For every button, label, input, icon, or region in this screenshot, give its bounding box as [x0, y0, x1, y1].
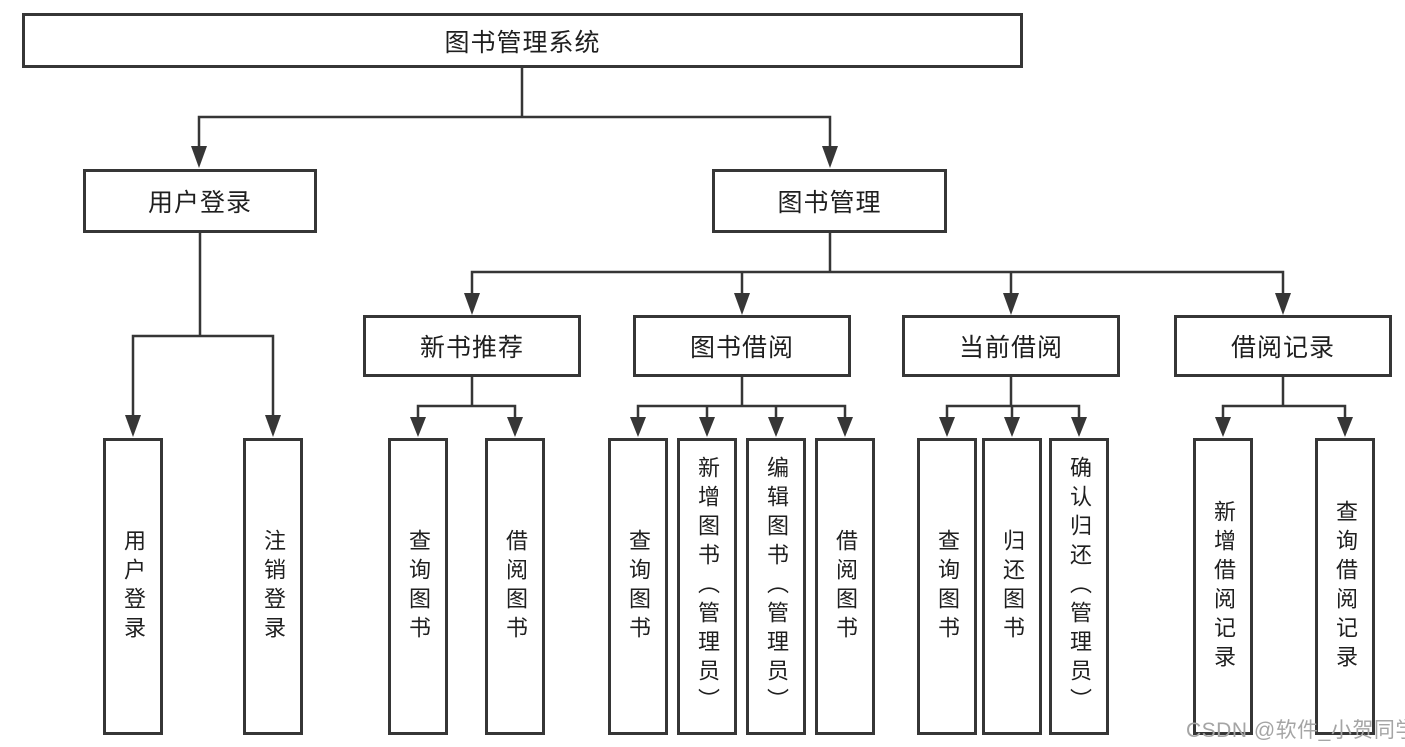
connector-root-to-level2 — [191, 66, 838, 168]
node-new-book-recommend: 新书推荐 — [363, 315, 581, 377]
connector-book-borrow-to-leaves — [630, 375, 853, 437]
connector-borrow-records-to-leaves — [1215, 375, 1353, 437]
leaf-current-return-books: 归还图书 — [982, 438, 1042, 735]
leaf-borrow-query-books: 查询图书 — [608, 438, 668, 735]
node-book-borrow: 图书借阅 — [633, 315, 851, 377]
leaf-logout-login: 注销登录 — [243, 438, 303, 735]
leaf-recommend-query-books: 查询图书 — [388, 438, 448, 735]
connector-new-book-recommend-to-leaves — [410, 375, 523, 437]
leaf-user-login: 用户登录 — [103, 438, 163, 735]
node-book-management: 图书管理 — [712, 169, 947, 233]
node-root-system: 图书管理系统 — [22, 13, 1023, 68]
leaf-current-query-books: 查询图书 — [917, 438, 977, 735]
leaf-borrow-borrow-books: 借阅图书 — [815, 438, 875, 735]
connector-user-login-to-leaves — [125, 231, 281, 437]
leaf-recommend-borrow-books: 借阅图书 — [485, 438, 545, 735]
leaf-records-add-borrow-record: 新增借阅记录 — [1193, 438, 1253, 735]
csdn-watermark: CSDN @软件_小贺同学 — [1186, 719, 1405, 742]
leaf-borrow-add-books-admin: 新增图书（管理员） — [677, 438, 737, 735]
node-user-login: 用户登录 — [83, 169, 317, 233]
node-current-borrow: 当前借阅 — [902, 315, 1120, 377]
connector-book-management-to-level3 — [464, 231, 1291, 315]
leaf-current-confirm-return-admin: 确认归还（管理员） — [1049, 438, 1109, 735]
leaf-borrow-edit-books-admin: 编辑图书（管理员） — [746, 438, 806, 735]
node-borrow-records: 借阅记录 — [1174, 315, 1392, 377]
connector-current-borrow-to-leaves — [939, 375, 1087, 437]
leaf-records-query-borrow-record: 查询借阅记录 — [1315, 438, 1375, 735]
